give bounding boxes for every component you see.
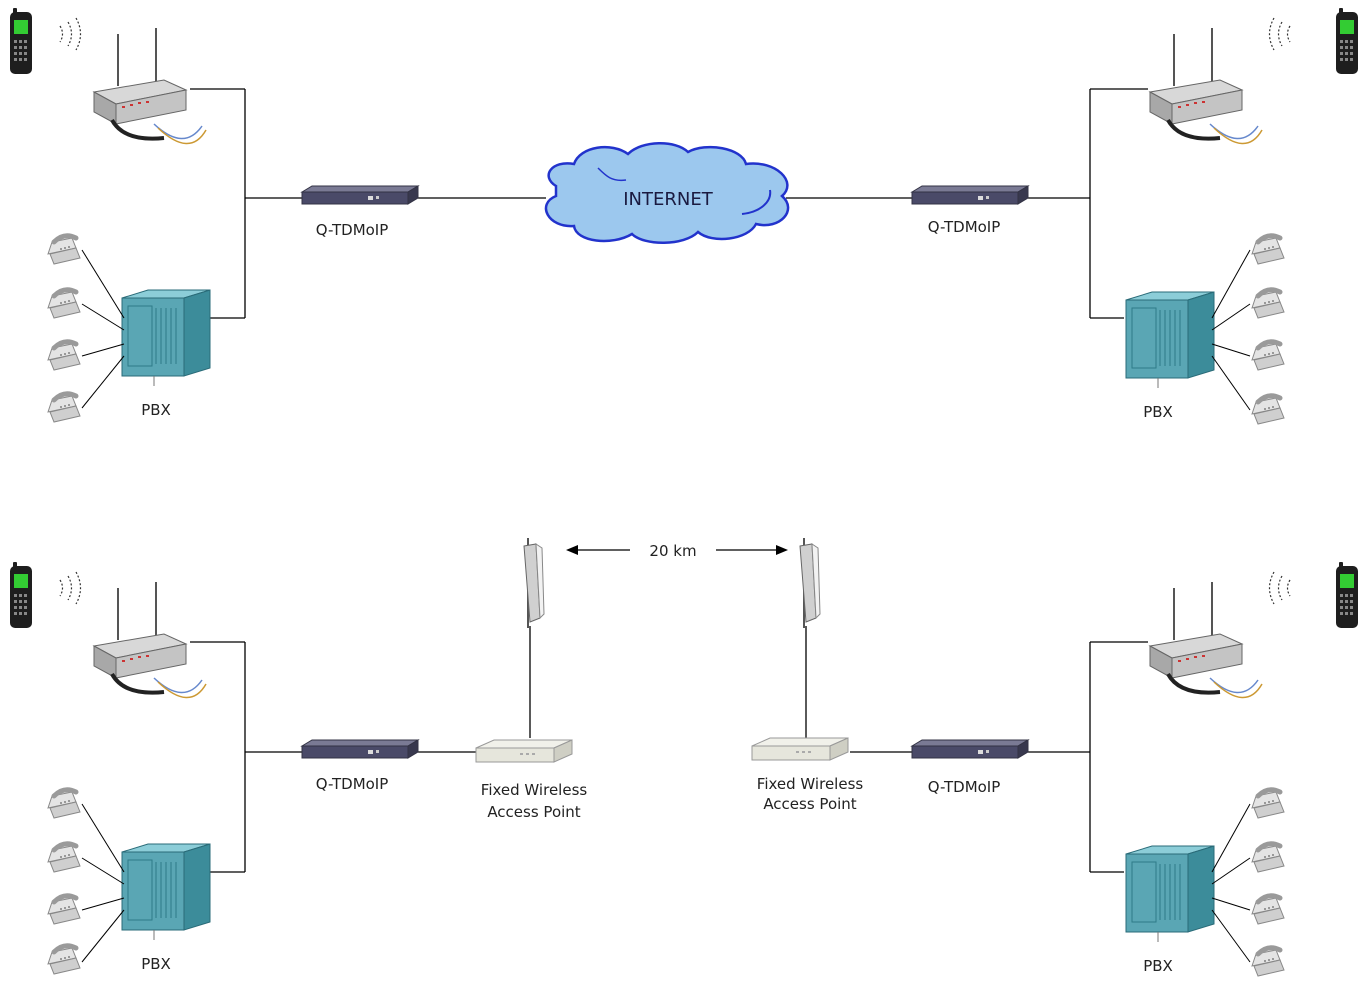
desk-phone-icon: [1252, 844, 1284, 872]
panel-antenna-icon: [799, 537, 821, 629]
desk-phone-icon: [1252, 790, 1284, 818]
desk-phone-icon: [1252, 236, 1284, 264]
distance-arrows: [566, 545, 788, 555]
desk-phone-icon: [1252, 396, 1284, 424]
base-station-icon: [1148, 26, 1264, 146]
wiring-lines: [190, 626, 1148, 873]
mux-label: Q-TDMoIP: [316, 775, 389, 793]
pbx-cabinet-icon: [1125, 845, 1215, 943]
pbx-label: PBX: [141, 955, 171, 973]
internet-label: INTERNET: [623, 189, 713, 210]
mux-label: Q-TDMoIP: [928, 218, 1001, 236]
ap-label-line2: Access Point: [487, 803, 580, 821]
mobile-phone-icon: [1336, 562, 1358, 628]
pbx-label: PBX: [141, 401, 171, 419]
tdmoip-mux-icon: [911, 739, 1029, 759]
wiring-lines: [190, 88, 1148, 319]
desk-phone-icon: [48, 896, 80, 924]
radio-waves-icon: [1268, 17, 1291, 51]
pbx-label: PBX: [1143, 957, 1173, 975]
phone-lines: [81, 803, 1251, 963]
desk-phone-icon: [1252, 290, 1284, 318]
distance-label: 20 km: [649, 542, 696, 560]
ap-label-line2: Access Point: [763, 795, 856, 813]
desk-phone-icon: [48, 844, 80, 872]
tdmoip-mux-icon: [301, 185, 419, 205]
tdmoip-mux-icon: [301, 739, 419, 759]
base-station-icon: [92, 26, 208, 146]
ap-label-line1: Fixed Wireless: [481, 781, 588, 799]
panel-antenna-icon: [523, 537, 545, 629]
internet-cloud-icon: [544, 142, 790, 244]
desk-phone-icon: [1252, 948, 1284, 976]
pbx-cabinet-icon: [121, 843, 211, 941]
base-station-icon: [1148, 580, 1264, 700]
desk-phone-icon: [48, 394, 80, 422]
desk-phone-icon: [1252, 342, 1284, 370]
access-point-icon: [751, 737, 849, 761]
mux-label: Q-TDMoIP: [316, 221, 389, 239]
desk-phone-icon: [1252, 896, 1284, 924]
desk-phone-icon: [48, 236, 80, 264]
pbx-cabinet-icon: [121, 289, 211, 387]
desk-phone-icon: [48, 790, 80, 818]
phone-lines: [81, 249, 1251, 411]
base-station-icon: [92, 580, 208, 700]
pbx-cabinet-icon: [1125, 291, 1215, 389]
radio-waves-icon: [59, 571, 82, 605]
desk-phone-icon: [48, 946, 80, 974]
mobile-phone-icon: [10, 562, 32, 628]
mobile-phone-icon: [1336, 8, 1358, 74]
mux-label: Q-TDMoIP: [928, 778, 1001, 796]
ap-label-line1: Fixed Wireless: [757, 775, 864, 793]
desk-phone-icon: [48, 290, 80, 318]
desk-phone-icon: [48, 342, 80, 370]
tdmoip-mux-icon: [911, 185, 1029, 205]
pbx-label: PBX: [1143, 403, 1173, 421]
access-point-icon: [475, 739, 573, 763]
radio-waves-icon: [59, 17, 82, 51]
mobile-phone-icon: [10, 8, 32, 74]
radio-waves-icon: [1268, 571, 1291, 605]
